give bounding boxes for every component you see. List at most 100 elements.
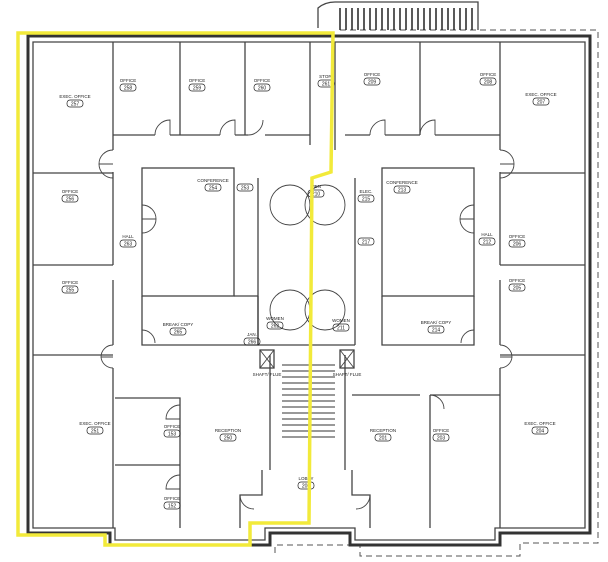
room-number-tag [219,433,237,442]
room-label-jan-266: JAN.266 [243,332,261,346]
room-number: 201 [379,436,388,442]
exterior-wall-inner [32,41,586,541]
room-number-tag [357,237,375,246]
room-number-tag [532,97,550,106]
shaft-label: SHAFT/ FLUE [253,372,282,377]
room-label-break-copy-265: BREAK/ COPY 265 [163,322,194,336]
room-number: 211 [337,326,345,332]
room-label-hall-263: HALL 263 [119,234,137,248]
room-number: 251 [91,429,100,435]
room-number-tag [508,283,526,292]
room-label-reception-201: RECEPTION 201 [370,428,396,442]
room-number-tag [119,239,137,248]
highlighted-area-outline [16,31,335,547]
room-number-tag [357,194,375,203]
room-number: 257 [71,102,80,108]
room-name: BREAK/ COPY [421,320,452,325]
room-name: JAN. [247,332,257,337]
room-number: 203 [437,436,446,442]
room-number: 205 [513,286,522,292]
room-name: WOMEN [332,318,350,323]
room-number-tag [307,189,325,198]
room-number-tag [61,194,79,203]
room-number-tag [479,77,497,86]
room-number: 256 [66,197,75,203]
room-label-office-260: OFFICE 260 [253,78,271,92]
room-number-tag [531,426,549,435]
room-number-tag [253,83,271,92]
room-number-tag [236,183,254,192]
shaft-flue [259,349,355,369]
room-number-tag [297,481,315,490]
property-line [274,29,599,557]
room-number-tag [427,325,445,334]
room-number: 212 [483,240,492,246]
room-number: 253 [241,186,250,192]
room-number-tag [432,433,450,442]
room-number-tag [66,99,84,108]
room-number-tag [169,327,187,336]
room-number: 250 [224,436,233,442]
room-number-tag [163,501,181,510]
room-number: 265 [174,330,183,336]
room-name: ELEC. [359,189,372,194]
room-number-tag [393,185,411,194]
room-number: 200 [302,484,311,490]
room-label-conference-254: CONFERENCE 254 [197,178,229,192]
room-number: 152 [168,504,177,510]
room-number-tag [478,237,496,246]
room-name: MEN [311,184,321,189]
room-number: 254 [209,186,218,192]
room-number-tag [188,83,206,92]
room-label-elec-215: ELEC. 215 [357,189,375,203]
exterior-wall [26,34,592,547]
doors [98,119,515,510]
room-number-tag [508,239,526,248]
room-name: EXEC. OFFICE [524,421,555,426]
room-number: 255 [66,288,75,294]
room-number: 209 [368,80,377,86]
room-label-office-256: OFFICE 256 [61,189,79,203]
room-name: OFFICE [164,496,181,501]
room-number-tag [204,183,222,192]
room-number: 258 [124,86,133,92]
room-name: STOR. [319,74,333,79]
room-number: 260 [258,86,267,92]
room-name: OFFICE [189,78,206,83]
room-name: OFFICE [62,280,79,285]
room-label-conference-213: CONFERENCE 213 [386,180,418,194]
room-name: OFFICE [254,78,271,83]
room-name: HALL [122,234,134,239]
room-label-room-253: 253 [236,183,254,192]
room-name: CONFERENCE [197,178,229,183]
room-name: EXEC. OFFICE [525,92,556,97]
room-label-room-217: 217 [357,237,375,246]
room-number: 261 [322,82,331,88]
room-name: RECEPTION [370,428,396,433]
room-number-tag [243,337,261,346]
room-name: CONFERENCE [386,180,418,185]
room-number-tag [374,433,392,442]
room-number-tag [163,429,181,438]
room-name: OFFICE [62,189,79,194]
room-number: 263 [124,242,133,248]
room-name: OFFICE [120,78,137,83]
room-label-office-259: OFFICE 259 [188,78,206,92]
room-number: 215 [362,197,371,203]
room-name: BREAK/ COPY [163,322,194,327]
room-name: OFFICE [509,234,526,239]
room-number: 259 [193,86,202,92]
room-number: 213 [398,188,407,194]
room-name: OFFICE [480,72,497,77]
